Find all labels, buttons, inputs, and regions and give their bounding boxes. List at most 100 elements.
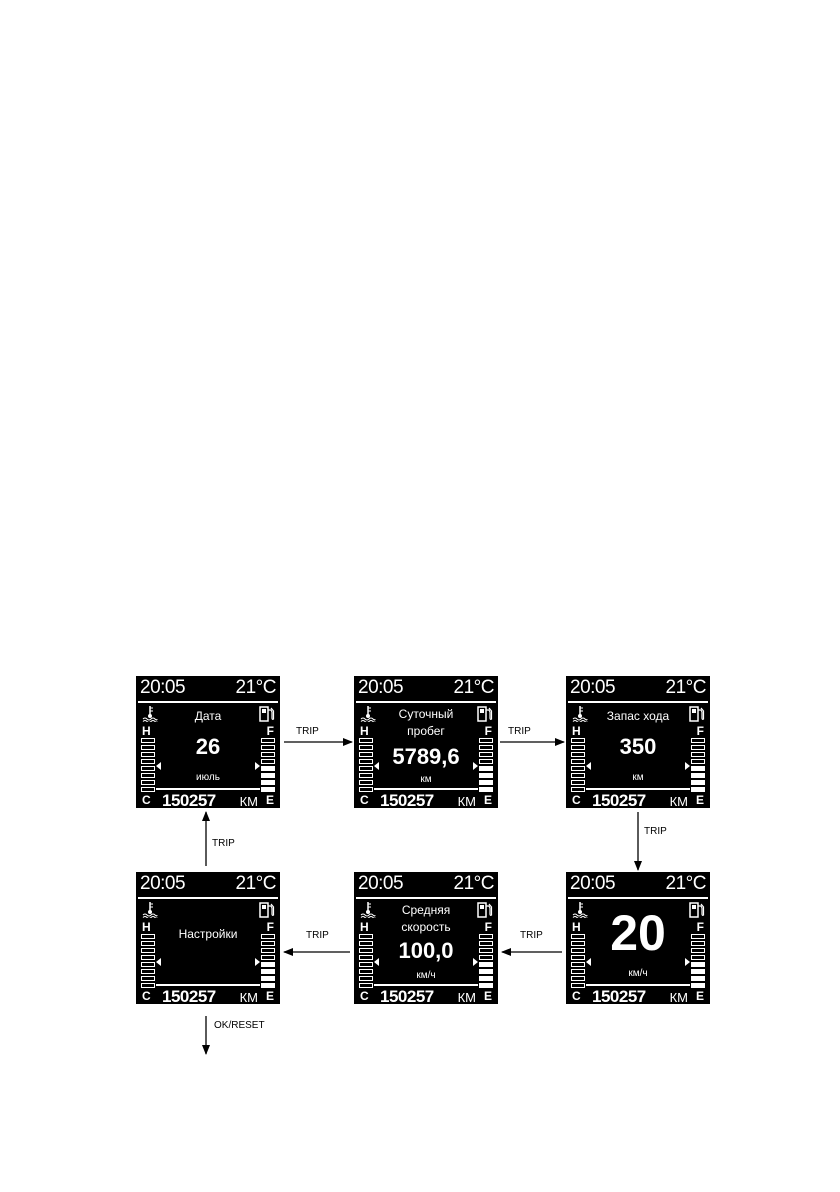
gauge-bar xyxy=(691,766,705,771)
fuel-empty-label: E xyxy=(483,989,492,1003)
fuel-full-label: F xyxy=(266,920,274,934)
gauge-bar xyxy=(479,948,493,953)
gauge-bar xyxy=(261,934,275,939)
gauge-bar xyxy=(141,787,155,792)
gauge-bar xyxy=(571,787,585,792)
gauge-bar xyxy=(359,738,373,743)
odometer-value: 150257 xyxy=(162,987,216,1004)
gauge-bar xyxy=(359,976,373,981)
fuel-full-label: F xyxy=(266,724,274,738)
fuel-empty-label: E xyxy=(695,989,704,1003)
gauge-bar xyxy=(571,948,585,953)
odometer-unit: КМ xyxy=(669,990,688,1004)
gauge-bar xyxy=(141,766,155,771)
fuel-level-gauge xyxy=(261,738,275,794)
scroll-left-indicator-icon xyxy=(586,762,591,770)
gauge-bar xyxy=(261,948,275,953)
gauge-bar xyxy=(479,787,493,792)
coolant-level-gauge xyxy=(571,934,585,990)
coolant-level-gauge xyxy=(359,934,373,990)
coolant-temperature-icon xyxy=(572,706,588,722)
coolant-hot-label: H xyxy=(142,920,151,934)
gauge-bar xyxy=(691,948,705,953)
coolant-level-gauge xyxy=(571,738,585,794)
gauge-bar xyxy=(141,759,155,764)
scroll-right-indicator-icon xyxy=(685,958,690,966)
gauge-bar xyxy=(141,934,155,939)
odometer-unit: КМ xyxy=(669,794,688,808)
gauge-bar xyxy=(571,934,585,939)
clock-time: 20:05 xyxy=(358,873,404,894)
coolant-hot-label: H xyxy=(360,920,369,934)
odometer-unit: КМ xyxy=(239,990,258,1004)
odometer-value: 150257 xyxy=(380,791,434,808)
gauge-bar xyxy=(571,983,585,988)
gauge-bar xyxy=(141,773,155,778)
odometer-unit: КМ xyxy=(239,794,258,808)
gauge-bar xyxy=(141,948,155,953)
trip-label-2: TRIP xyxy=(508,726,531,737)
gauge-bar xyxy=(479,983,493,988)
scroll-left-indicator-icon xyxy=(374,958,379,966)
gauge-bar xyxy=(479,773,493,778)
gauge-bar xyxy=(141,941,155,946)
gauge-bar xyxy=(141,962,155,967)
scroll-right-indicator-icon xyxy=(255,762,260,770)
gauge-bar xyxy=(141,745,155,750)
screen-unit: июль xyxy=(196,772,220,783)
gauge-bar xyxy=(359,955,373,960)
clock-time: 20:05 xyxy=(140,677,186,698)
gauge-bar xyxy=(691,752,705,757)
odometer-unit: КМ xyxy=(457,990,476,1004)
gauge-bar xyxy=(479,934,493,939)
gauge-bar xyxy=(359,969,373,974)
screen-value: 5789,6 xyxy=(392,744,460,769)
gauge-bar xyxy=(141,983,155,988)
scroll-left-indicator-icon xyxy=(156,762,161,770)
gauge-bar xyxy=(261,752,275,757)
fuel-full-label: F xyxy=(696,724,704,738)
gauge-bar xyxy=(691,780,705,785)
fuel-full-label: F xyxy=(484,724,492,738)
gauge-bar xyxy=(571,766,585,771)
gauge-bar xyxy=(571,955,585,960)
gauge-bar xyxy=(261,787,275,792)
fuel-level-gauge xyxy=(479,738,493,794)
scroll-left-indicator-icon xyxy=(374,762,379,770)
gauge-bar xyxy=(141,969,155,974)
gauge-bar xyxy=(571,780,585,785)
gauge-bar xyxy=(691,759,705,764)
coolant-cold-label: C xyxy=(142,989,151,1003)
gauge-bar xyxy=(141,976,155,981)
coolant-hot-label: H xyxy=(572,920,581,934)
gauge-bar xyxy=(261,745,275,750)
gauge-bar xyxy=(141,955,155,960)
gauge-bar xyxy=(479,738,493,743)
gauge-bar xyxy=(691,745,705,750)
gauge-bar xyxy=(479,941,493,946)
gauge-bar xyxy=(691,934,705,939)
screen-unit: км/ч xyxy=(628,968,648,979)
screen-unit: км/ч xyxy=(416,970,436,981)
gauge-bar xyxy=(691,955,705,960)
gauge-bar xyxy=(691,962,705,967)
coolant-temperature-icon xyxy=(360,706,376,722)
gauge-bar xyxy=(141,752,155,757)
scroll-right-indicator-icon xyxy=(255,958,260,966)
fuel-pump-icon xyxy=(477,902,493,918)
gauge-bar xyxy=(359,983,373,988)
gauge-bar xyxy=(691,738,705,743)
